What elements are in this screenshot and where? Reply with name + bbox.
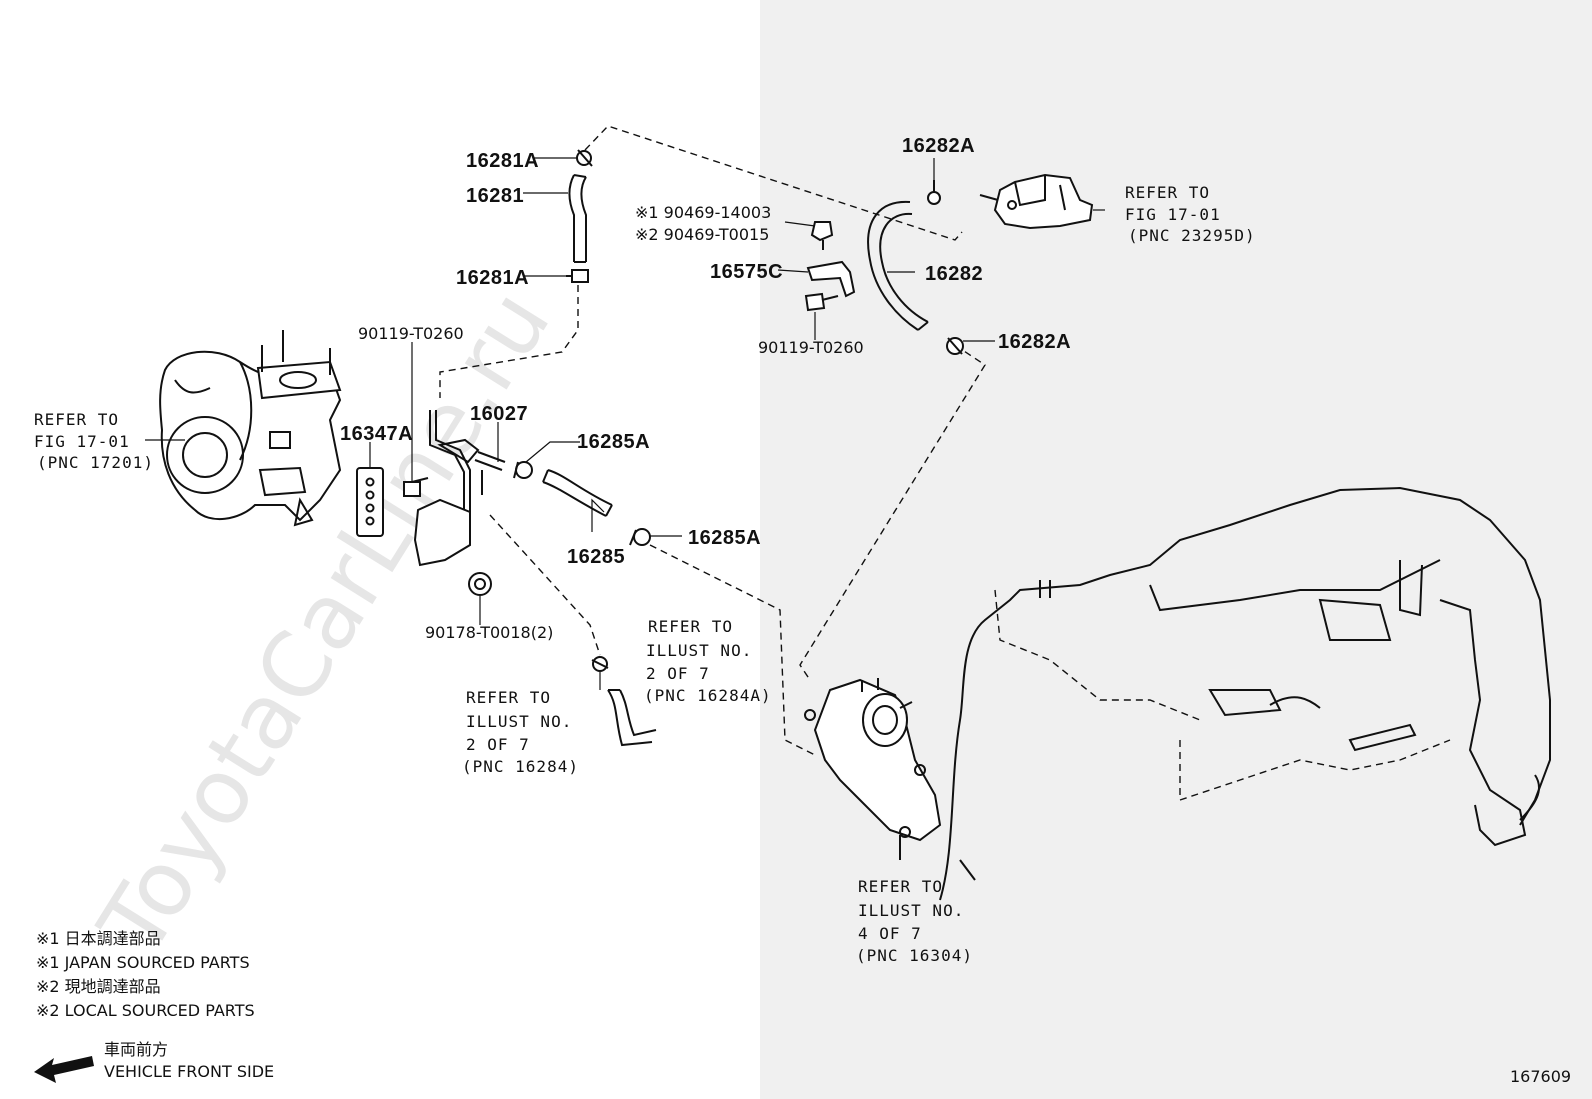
- refer-line: (PNC 16304): [856, 946, 973, 965]
- refer-line: ILLUST NO.: [646, 641, 752, 660]
- label-90119-T0260-right: 90119-T0260: [758, 338, 864, 357]
- nut-90178: [468, 572, 492, 596]
- refer-note-fig17-01-17201: REFER TO FIG 17-01 (PNC 17201): [34, 410, 154, 472]
- bolt-90119-left: [403, 477, 429, 497]
- label-16575C: 16575C: [710, 261, 783, 283]
- refer-line: FIG 17-01: [1125, 205, 1221, 224]
- label-90469-14003: ※1 90469-14003: [635, 203, 771, 222]
- refer-note-fig17-01-23295D: REFER TO FIG 17-01 (PNC 23295D): [1125, 183, 1256, 245]
- label-16281A-bottom: 16281A: [456, 267, 529, 289]
- refer-line: REFER TO: [858, 877, 943, 896]
- part-labels: 16281A 16281 16281A ※1 90469-14003 ※2 90…: [340, 135, 1071, 642]
- legend: ※1 日本調達部品 ※1 JAPAN SOURCED PARTS ※2 現地調達…: [36, 929, 255, 1020]
- front-arrow-icon: [34, 1056, 94, 1083]
- leader-lines: [145, 157, 1105, 690]
- dashed-connection-lines: [439, 125, 986, 756]
- refer-line: REFER TO: [1125, 183, 1210, 202]
- water-outlet-housing: [804, 678, 942, 860]
- label-16282: 16282: [925, 263, 983, 285]
- label-16282A-bottom: 16282A: [998, 331, 1071, 353]
- label-90119-T0260-left: 90119-T0260: [358, 324, 464, 343]
- diagram-background-left: [0, 0, 760, 1099]
- refer-note-illust4-16304: REFER TO ILLUST NO. 4 OF 7 (PNC 16304): [856, 877, 973, 965]
- refer-line: 4 OF 7: [858, 924, 922, 943]
- clamp-16282A-bottom: [946, 337, 964, 355]
- diagram-background-right: [760, 0, 1592, 1099]
- hose-16281: [568, 174, 587, 263]
- refer-note-illust2-16284: REFER TO ILLUST NO. 2 OF 7 (PNC 16284): [462, 688, 579, 776]
- pipe-16027: [413, 410, 506, 567]
- refer-line: (PNC 23295D): [1128, 226, 1256, 245]
- refer-line: ILLUST NO.: [858, 901, 964, 920]
- clamp-16281A-top: [576, 149, 593, 167]
- vehicle-front-indicator: 車両前方 VEHICLE FRONT SIDE: [34, 1040, 274, 1083]
- gasket-16347A: [356, 467, 384, 537]
- label-16347A: 16347A: [340, 423, 413, 445]
- label-16282A-top: 16282A: [902, 135, 975, 157]
- label-16285A-top: 16285A: [577, 431, 650, 453]
- direction-en: VEHICLE FRONT SIDE: [104, 1062, 274, 1081]
- refer-line: REFER TO: [466, 688, 551, 707]
- label-16281A-top: 16281A: [466, 150, 539, 172]
- legend-line: ※1 JAPAN SOURCED PARTS: [36, 953, 250, 972]
- hose-16285: [542, 469, 613, 517]
- bolt-90469: [810, 221, 834, 250]
- valve-assembly-top-right: [979, 173, 1094, 230]
- turbocharger-assembly: [159, 330, 342, 527]
- refer-line: REFER TO: [34, 410, 119, 429]
- label-16281: 16281: [466, 185, 524, 207]
- clamp-16285A-top: [513, 461, 533, 479]
- label-90469-T0015: ※2 90469-T0015: [635, 225, 769, 244]
- label-16285: 16285: [567, 546, 625, 568]
- refer-note-illust2-16284A: REFER TO ILLUST NO. 2 OF 7 (PNC 16284A): [644, 617, 772, 705]
- refer-line: (PNC 16284): [462, 757, 579, 776]
- refer-line: (PNC 17201): [37, 453, 154, 472]
- label-16027: 16027: [470, 403, 528, 425]
- clamp-16284A: [591, 656, 609, 672]
- refer-line: ILLUST NO.: [466, 712, 572, 731]
- hose-16282: [867, 200, 929, 331]
- legend-line: ※2 現地調達部品: [36, 977, 161, 996]
- clamp-16281A-bottom: [566, 269, 589, 283]
- label-90178-T0018: 90178-T0018(2): [425, 623, 553, 642]
- bolt-90119-right: [804, 292, 839, 312]
- legend-line: ※1 日本調達部品: [36, 929, 161, 948]
- legend-line: ※2 LOCAL SOURCED PARTS: [36, 1001, 255, 1020]
- refer-line: 2 OF 7: [466, 735, 530, 754]
- hose-16284: [607, 689, 657, 747]
- refer-line: FIG 17-01: [34, 432, 130, 451]
- refer-line: REFER TO: [648, 617, 733, 636]
- direction-jp: 車両前方: [104, 1040, 168, 1059]
- clamp-16282A-top: [927, 180, 941, 205]
- engine-outline: [939, 486, 1551, 901]
- bracket-16575C: [806, 260, 856, 298]
- refer-line: (PNC 16284A): [644, 686, 772, 705]
- label-16285A-bottom: 16285A: [688, 527, 761, 549]
- refer-line: 2 OF 7: [646, 664, 710, 683]
- figure-number: 167609: [1510, 1067, 1571, 1086]
- clamp-16285A-bottom: [629, 528, 651, 546]
